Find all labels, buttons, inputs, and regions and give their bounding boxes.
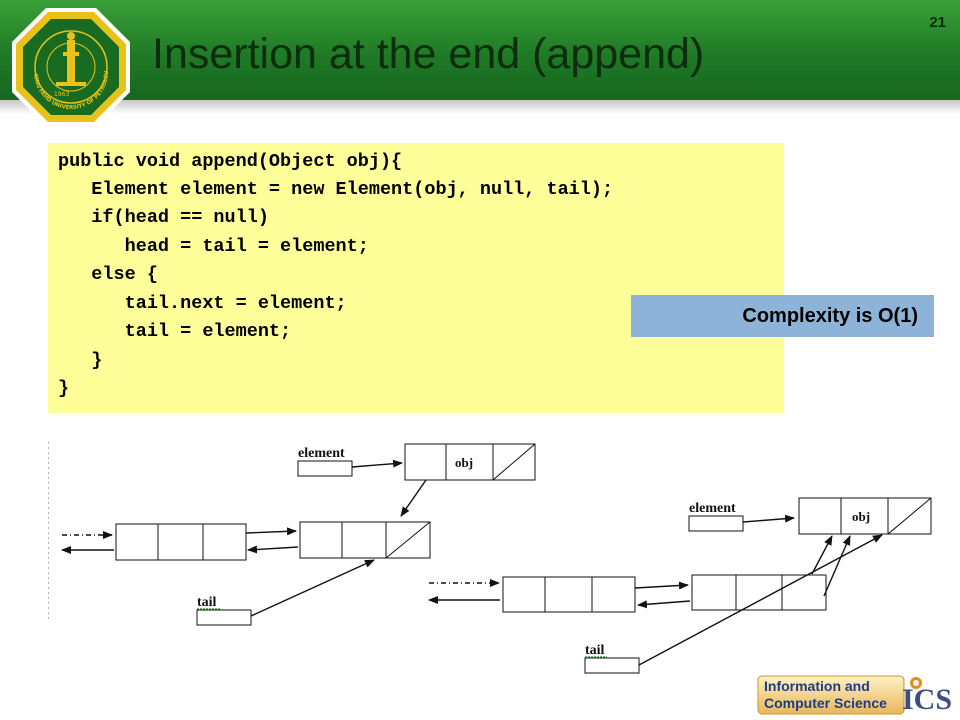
tail-pointer-box — [584, 657, 640, 674]
code-line: Element element = new Element(obj, null,… — [58, 179, 614, 200]
tail-label: tail — [585, 643, 605, 658]
diagram-after: element obj tail — [428, 497, 932, 674]
obj-label: obj — [852, 509, 870, 524]
element-pointer-box — [688, 515, 744, 532]
element-pointer-box — [297, 460, 353, 477]
code-line: if(head == null) — [58, 207, 269, 228]
element-label: element — [298, 446, 345, 461]
tail-label: tail — [197, 595, 217, 610]
list-node — [502, 576, 636, 613]
diagram-before: element obj tail — [48, 436, 536, 626]
code-line: } — [58, 378, 70, 399]
code-line: else { — [58, 264, 158, 285]
ics-line-1: Information and — [764, 678, 870, 694]
ics-line-2: Computer Science — [764, 695, 887, 711]
ics-department-logo: Information and Computer Science ICS — [757, 675, 952, 716]
new-node: obj — [404, 443, 536, 481]
slide-number: 21 — [929, 14, 946, 31]
element-label: element — [689, 501, 736, 516]
header-bar — [0, 0, 960, 100]
complexity-callout: Complexity is O(1) — [631, 295, 934, 337]
obj-label: obj — [455, 455, 473, 470]
university-logo: 1963 KING FAHD UNIVERSITY OF PETROLEUM &… — [10, 6, 130, 126]
logo-year: 1963 — [54, 91, 69, 98]
new-node: obj — [798, 497, 932, 535]
list-node — [691, 574, 827, 611]
code-block: public void append(Object obj){ Element … — [48, 143, 784, 413]
slide-title: Insertion at the end (append) — [152, 30, 705, 78]
linked-list-diagram: element obj tail — [48, 436, 932, 674]
code-line: tail = element; — [58, 321, 292, 342]
tail-pointer-box — [196, 609, 252, 626]
list-node-last — [299, 521, 431, 559]
code-line: tail.next = element; — [58, 293, 347, 314]
list-node — [115, 523, 247, 561]
code-line: public void append(Object obj){ — [58, 151, 403, 172]
ics-mark: ICS — [902, 683, 952, 716]
header-shadow — [0, 100, 960, 114]
code-line: head = tail = element; — [58, 236, 369, 257]
code-line: } — [58, 350, 103, 371]
